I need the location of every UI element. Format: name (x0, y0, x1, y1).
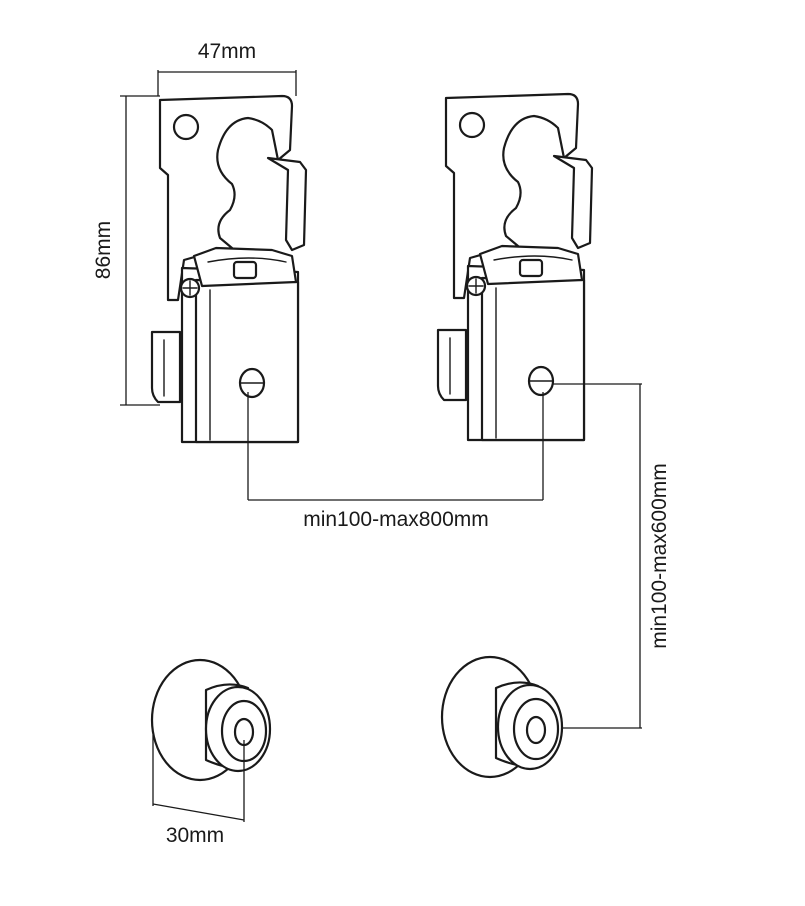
height-dimension: 86mm (92, 95, 160, 406)
right-bracket (436, 92, 594, 442)
right-spacer (440, 655, 564, 779)
left-bracket (150, 94, 308, 444)
width-dimension: 47mm (157, 40, 297, 96)
vertical-spacing-label: min100-max600mm (648, 463, 671, 649)
left-spacer (150, 658, 272, 782)
spacer-diameter-dimension: 30mm (152, 735, 245, 847)
height-label: 86mm (92, 221, 115, 279)
spacer-diameter-label: 30mm (166, 824, 224, 847)
vertical-spacing-dimension: min100-max600mm (545, 383, 671, 729)
width-label: 47mm (198, 40, 256, 63)
horizontal-spacing-dimension: min100-max800mm (247, 392, 544, 531)
horizontal-spacing-label: min100-max800mm (303, 508, 489, 531)
